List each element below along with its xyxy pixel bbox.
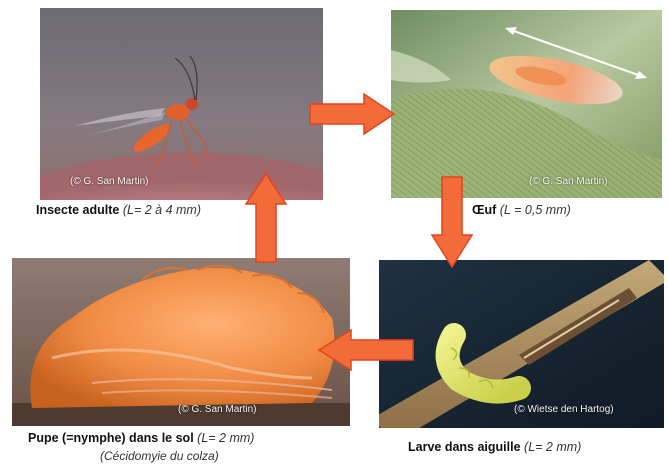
caption-pupa: Pupe (=nymphe) dans le sol (L= 2 mm) xyxy=(28,431,254,445)
stage-name-adult: Insecte adulte xyxy=(36,203,119,217)
stage-size-egg: (L = 0,5 mm) xyxy=(500,203,571,217)
credit-egg: (© G. San Martin) xyxy=(529,176,608,187)
stage-size-larva: (L= 2 mm) xyxy=(524,440,581,454)
stage-name-egg: Œuf xyxy=(472,203,496,217)
photo-egg xyxy=(391,10,662,198)
stage-name-larva: Larve dans aiguille xyxy=(408,440,521,454)
stage-size-pupa: (L= 2 mm) xyxy=(197,431,254,445)
stage-size-adult: (L= 2 à 4 mm) xyxy=(123,203,201,217)
species-name: (Cécidomyie du colza) xyxy=(100,449,219,463)
caption-egg: Œuf (L = 0,5 mm) xyxy=(472,203,571,217)
photo-larva xyxy=(379,260,664,428)
credit-larva: (© Wietse den Hartog) xyxy=(514,404,614,415)
stage-name-pupa: Pupe (=nymphe) dans le sol xyxy=(28,431,194,445)
caption-larva: Larve dans aiguille (L= 2 mm) xyxy=(408,440,581,454)
arrow-down-icon xyxy=(430,175,474,270)
photo-pupa xyxy=(12,258,350,426)
arrow-right-icon xyxy=(308,92,398,136)
arrow-up-icon xyxy=(244,172,288,264)
arrow-left-icon xyxy=(315,328,415,372)
credit-adult: (© G. San Martin) xyxy=(70,176,149,187)
caption-adult: Insecte adulte (L= 2 à 4 mm) xyxy=(36,203,201,217)
credit-pupa: (© G. San Martin) xyxy=(178,404,257,415)
